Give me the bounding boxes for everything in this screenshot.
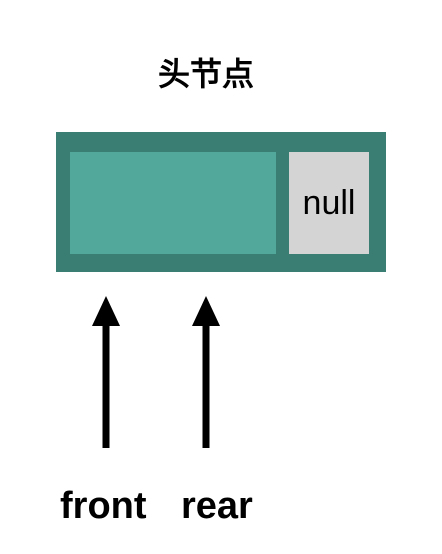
head-node-title: 头节点: [157, 55, 254, 93]
node-data-field: [70, 152, 276, 254]
head-node: null: [56, 132, 386, 272]
front-arrow-head: [92, 296, 120, 326]
rear-arrow-head: [192, 296, 220, 326]
front-pointer-arrow: [92, 296, 120, 448]
node-next-field: null: [289, 152, 369, 254]
rear-pointer-arrow: [192, 296, 220, 448]
rear-label: rear: [181, 485, 253, 527]
node-next-value: null: [302, 184, 356, 222]
front-label: front: [60, 485, 147, 527]
